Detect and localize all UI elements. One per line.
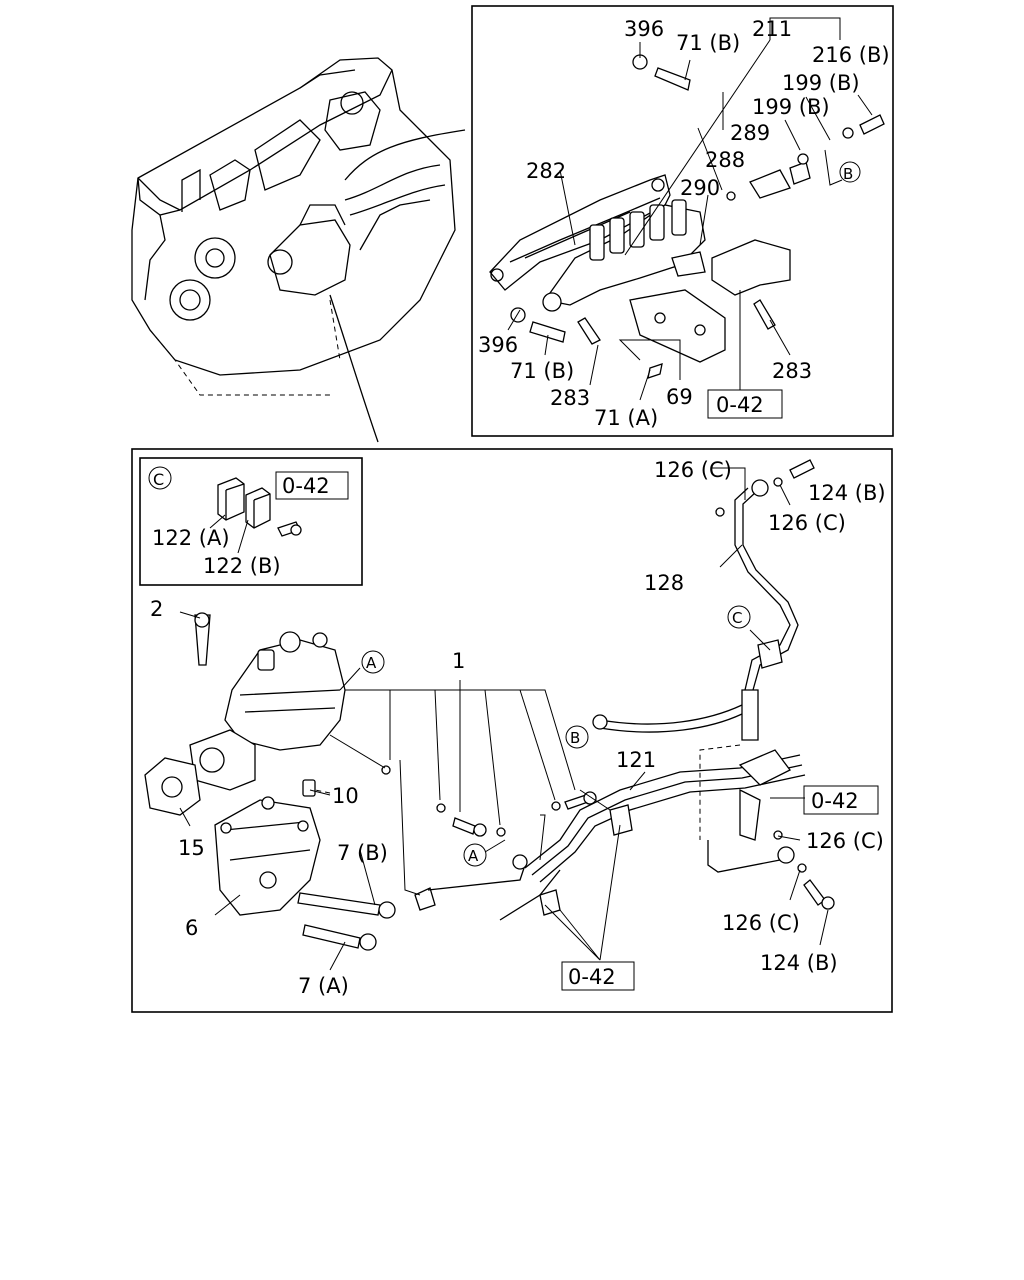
engine-overview-illustration: [131, 57, 466, 443]
label-1: 1: [452, 649, 465, 673]
label-199b-upper: 199 (B): [782, 71, 860, 95]
callout-c-pipe: [727, 605, 751, 629]
callout-a-lower: [463, 843, 487, 867]
ref-042-right: 0-42: [811, 789, 859, 813]
leader-lines-top: [507, 17, 873, 401]
label-10: 10: [332, 784, 359, 808]
label-128: 128: [644, 571, 684, 595]
inset-c-letter: C: [153, 470, 164, 489]
label-121: 121: [616, 748, 656, 772]
label-126c-mid: 126 (C): [768, 511, 846, 535]
callout-a-pump: [361, 650, 385, 674]
callout-b-pipe-letter: B: [570, 729, 580, 747]
callout-c-pipe-letter: C: [732, 609, 742, 627]
label-122a: 122 (A): [152, 526, 230, 550]
ref-box-042-top: [707, 389, 783, 419]
label-288: 288: [705, 148, 745, 172]
label-199b-lower: 199 (B): [752, 95, 830, 119]
ref-042-bottom: 0-42: [568, 965, 616, 989]
label-283-right: 283: [772, 359, 812, 383]
label-71b: 71 (B): [676, 31, 740, 55]
label-71a: 71 (A): [594, 406, 658, 430]
label-289: 289: [730, 121, 770, 145]
label-15: 15: [178, 836, 205, 860]
ref-042-top: 0-42: [716, 393, 764, 417]
callout-b-top: [839, 161, 861, 183]
label-71b-lower: 71 (B): [510, 359, 574, 383]
detail-frame-bottom: [131, 448, 893, 1013]
label-2: 2: [150, 597, 163, 621]
injection-pump-assembly-bottom: [144, 612, 597, 951]
label-283-left: 283: [550, 386, 590, 410]
leader-lines-bottom: [179, 467, 829, 971]
fuel-pipes: [414, 459, 835, 921]
label-290: 290: [680, 176, 720, 200]
label-396: 396: [624, 17, 664, 41]
label-216b: 216 (B): [812, 43, 890, 67]
inset-c-callout: [148, 466, 172, 490]
label-282: 282: [526, 159, 566, 183]
callout-a-pump-letter: A: [366, 654, 377, 672]
label-126c-right: 126 (C): [806, 829, 884, 853]
label-124b-top: 124 (B): [808, 481, 886, 505]
callout-b-top-letter: B: [843, 165, 853, 183]
callout-b-pipe: [565, 725, 589, 749]
ref-box-042-inset: [275, 471, 349, 500]
ref-box-042-right: [803, 785, 879, 815]
label-124b-bottom: 124 (B): [760, 951, 838, 975]
label-211: 211: [752, 17, 792, 41]
injection-pump-assembly-top: [489, 54, 885, 379]
callout-a-lower-letter: A: [468, 847, 479, 865]
inset-c-frame: [139, 457, 363, 586]
label-69: 69: [666, 385, 693, 409]
label-7a: 7 (A): [298, 974, 349, 998]
label-7b: 7 (B): [337, 841, 388, 865]
label-126c-bottom: 126 (C): [722, 911, 800, 935]
ref-box-042-bottom: [561, 961, 635, 991]
clip-parts-122: [217, 477, 302, 537]
detail-frame-top: [471, 5, 894, 437]
label-122b: 122 (B): [203, 554, 281, 578]
label-6: 6: [185, 916, 198, 940]
label-396-lower: 396: [478, 333, 518, 357]
label-126c-top: 126 (C): [654, 458, 732, 482]
ref-042-inset: 0-42: [282, 474, 330, 498]
